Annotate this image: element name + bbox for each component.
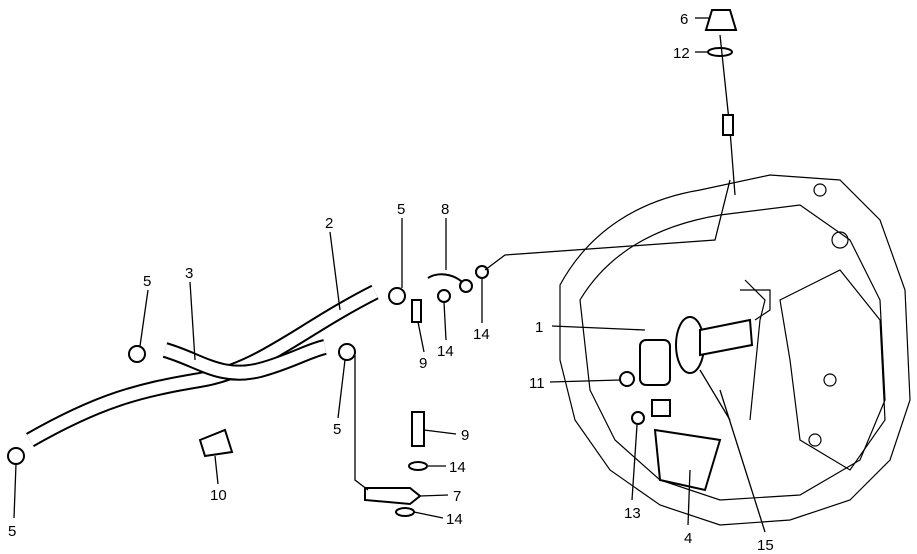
callout-14: 14 bbox=[473, 326, 490, 343]
callout-5: 5 bbox=[333, 421, 341, 438]
callout-1: 1 bbox=[535, 319, 543, 336]
callout-6: 6 bbox=[680, 11, 688, 28]
leader-lines bbox=[13, 17, 766, 533]
callout-4: 4 bbox=[684, 530, 692, 547]
callout-14: 14 bbox=[437, 343, 454, 360]
callout-9: 9 bbox=[419, 355, 427, 372]
callout-14: 14 bbox=[446, 511, 463, 528]
callout-14: 14 bbox=[449, 459, 466, 476]
shift-assembly bbox=[619, 279, 766, 492]
callout-10: 10 bbox=[210, 487, 227, 504]
callout-3: 3 bbox=[185, 265, 193, 282]
hoses bbox=[26, 284, 379, 447]
callout-labels: 6 12 5 8 2 3 5 1 9 14 14 11 5 9 14 7 10 … bbox=[8, 11, 774, 554]
callout-8: 8 bbox=[441, 201, 449, 218]
dipstick bbox=[704, 9, 738, 196]
callout-5: 5 bbox=[8, 523, 16, 540]
callout-5: 5 bbox=[397, 201, 405, 218]
callout-2: 2 bbox=[325, 215, 333, 232]
callout-7: 7 bbox=[453, 488, 461, 505]
small-parts bbox=[7, 179, 731, 517]
callout-9: 9 bbox=[461, 427, 469, 444]
callout-15: 15 bbox=[757, 537, 774, 554]
callout-11: 11 bbox=[529, 375, 545, 392]
callout-13: 13 bbox=[624, 505, 641, 522]
transmission-case bbox=[559, 174, 911, 526]
callout-12: 12 bbox=[673, 45, 690, 62]
callout-5: 5 bbox=[143, 273, 151, 290]
